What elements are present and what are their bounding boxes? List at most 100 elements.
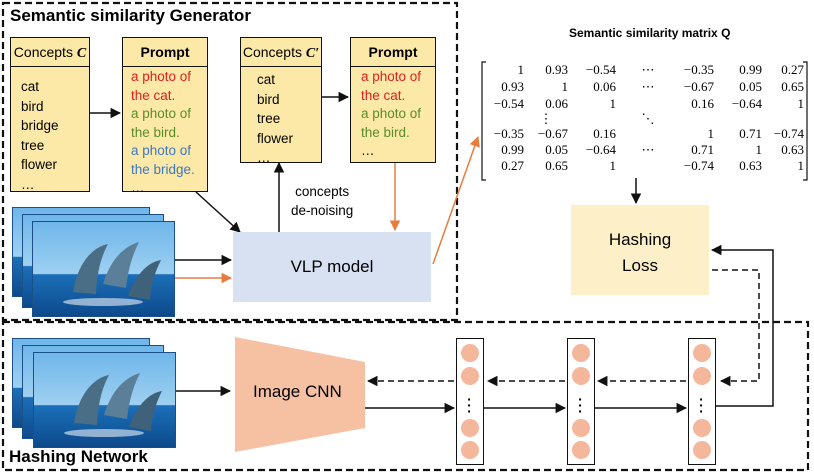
hashing-loss-box: Hashing Loss (571, 205, 709, 295)
neuron (693, 441, 711, 459)
matrix-cell: ⋮ (539, 111, 553, 126)
concept-item: cat (257, 72, 276, 87)
vertical-ellipsis: ··· (467, 391, 472, 419)
dolphin-icon (63, 242, 161, 306)
denoise-line: de-noising (291, 203, 354, 218)
cnn-trapezoid (235, 337, 365, 452)
concepts-card: Concepts C cat bird bridge tree flower … (10, 37, 90, 192)
neuron (572, 419, 590, 437)
arrow-prompt-to-vlp (195, 191, 241, 233)
concepts-card-header: Concepts C (11, 38, 89, 67)
dashed-loss-to-output (712, 269, 760, 387)
matrix-cell: 1 (755, 142, 763, 157)
concept-item: cat (21, 79, 40, 94)
concepts-prime-list: cat bird tree flower … (257, 70, 317, 168)
matrix-cell: 0.71 (739, 126, 762, 141)
concepts-symbol: C (76, 46, 87, 61)
concept-item: flower (21, 157, 58, 172)
concepts-prime-card-header: Concepts C′ (241, 38, 321, 67)
matrix-cell: 0.99 (501, 142, 524, 157)
hash-layer-2: ··· (567, 338, 595, 465)
matrix-cell: 0.06 (593, 79, 616, 94)
generator-title: Semantic similarity Generator (10, 6, 251, 25)
prompt-line: the bird. (131, 124, 180, 140)
concept-item: … (21, 176, 35, 192)
prompt-list: a photo of the cat. a photo of the bird.… (131, 68, 203, 198)
matrix-cell: 1 (561, 79, 569, 94)
concepts-prime-header-label: Concepts (242, 44, 302, 60)
generator-frame (1, 1, 459, 322)
matrix-cell: −0.67 (683, 79, 714, 94)
neuron (461, 367, 479, 385)
matrix-cell: −0.64 (731, 96, 762, 111)
concept-item: … (257, 150, 271, 165)
prompt-prime-list: a photo of the cat. a photo of the bird.… (361, 68, 431, 161)
neuron (461, 344, 479, 362)
prompt-ellipsis: … (131, 180, 145, 195)
hashing-loss-line: Hashing (608, 230, 672, 249)
prompt-line: the cat. (361, 87, 406, 103)
matrix-cell: 0.27 (781, 62, 804, 77)
matrix-cell: 0.99 (739, 62, 762, 77)
matrix-cell: 0.16 (691, 96, 714, 111)
prompt-line: the bird. (361, 124, 410, 140)
matrix-cell: 0.63 (739, 158, 762, 173)
vertical-ellipsis: ··· (578, 391, 583, 419)
concept-item: flower (257, 130, 294, 146)
concepts-list: cat bird bridge tree flower … (21, 77, 85, 194)
neuron (572, 367, 590, 385)
vertical-ellipsis: ··· (699, 391, 704, 419)
prompt-card-header: Prompt (123, 38, 207, 67)
matrix-left-bracket (481, 61, 486, 181)
matrix-cell: −0.35 (493, 126, 524, 141)
denoise-label: concepts de-noising (291, 182, 353, 220)
denoise-line: concepts (295, 184, 350, 199)
matrix-cell: 0.05 (545, 142, 568, 157)
matrix-cell: 0.93 (545, 62, 568, 77)
concept-item: tree (21, 137, 45, 153)
prompt-line: a photo of (361, 69, 422, 84)
matrix-cell: 0.65 (545, 158, 568, 173)
prompt-line: the bridge. (131, 161, 195, 177)
neuron (572, 441, 590, 459)
prompt-ellipsis: … (361, 143, 375, 158)
matrix-cell: 0.63 (781, 142, 804, 157)
neuron (693, 367, 711, 385)
concept-item: bird (21, 98, 44, 114)
prompt-line: a photo of (131, 69, 192, 84)
concept-item: bridge (21, 118, 59, 133)
cnn-label: Image CNN (253, 382, 342, 401)
concept-item: bird (257, 91, 280, 107)
matrix-cell: ⋯ (641, 79, 655, 94)
concept-item: tree (257, 111, 281, 126)
matrix-cell: 0.65 (781, 79, 804, 94)
matrix-cell: 1 (797, 96, 805, 111)
matrix-cell: 0.71 (691, 142, 714, 157)
hashing-loss-line: Loss (622, 256, 658, 275)
matrix-cell: −0.74 (683, 158, 714, 173)
hashing-network-frame (1, 320, 810, 472)
matrix-cell: 0.06 (545, 96, 568, 111)
matrix-cell: −0.35 (683, 62, 714, 77)
prompt-line: a photo of (131, 143, 192, 158)
matrix-cell: −0.54 (493, 96, 524, 111)
matrix-cell: 1 (609, 158, 617, 173)
neuron (461, 419, 479, 437)
matrix-right-bracket (803, 61, 808, 181)
prompt-line: a photo of (131, 106, 192, 121)
concepts-prime-symbol: C′ (305, 46, 320, 61)
hash-layer-3: ··· (688, 338, 716, 465)
matrix-cell: −0.64 (585, 142, 616, 157)
matrix-cell: 1 (517, 62, 525, 77)
hash-layer-1: ··· (456, 338, 484, 465)
vlp-model-box: VLP model (233, 232, 431, 302)
matrix-cell: −0.54 (585, 62, 616, 77)
matrix-cell: 0.05 (739, 79, 762, 94)
matrix-cell: ⋱ (641, 111, 655, 126)
prompt-line: the cat. (131, 87, 176, 103)
dolphin-photo-stack (33, 352, 176, 448)
matrix-cell: 0.16 (593, 126, 616, 141)
dolphin-photo-stack (32, 221, 175, 317)
